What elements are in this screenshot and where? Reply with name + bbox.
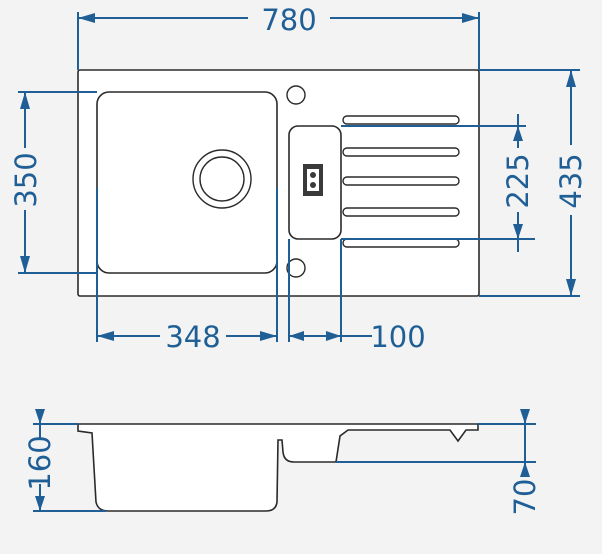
tap-hole-top — [286, 85, 306, 105]
drain-outer-ring — [192, 149, 252, 209]
sink-side-view — [77, 423, 479, 512]
bowl-depth-label: 350 — [9, 152, 43, 207]
overall-width-label: 780 — [261, 3, 316, 37]
overflow-icon — [303, 164, 323, 196]
sink-top-view — [77, 69, 480, 297]
drain-inner-ring — [199, 156, 245, 202]
bowl-height-label: 160 — [23, 435, 57, 490]
drainer-height-label: 70 — [508, 479, 542, 516]
main-bowl — [96, 91, 278, 274]
overall-depth-label: 435 — [554, 153, 588, 208]
drainer-depth-label: 225 — [501, 153, 535, 208]
bowl-offset-label: 100 — [370, 320, 425, 354]
drainer-grooves — [342, 115, 460, 248]
tap-hole-bottom — [286, 258, 306, 278]
bowl-width-label: 348 — [165, 320, 220, 354]
sink-profile — [77, 423, 479, 512]
dimension-lines — [18, 12, 580, 512]
